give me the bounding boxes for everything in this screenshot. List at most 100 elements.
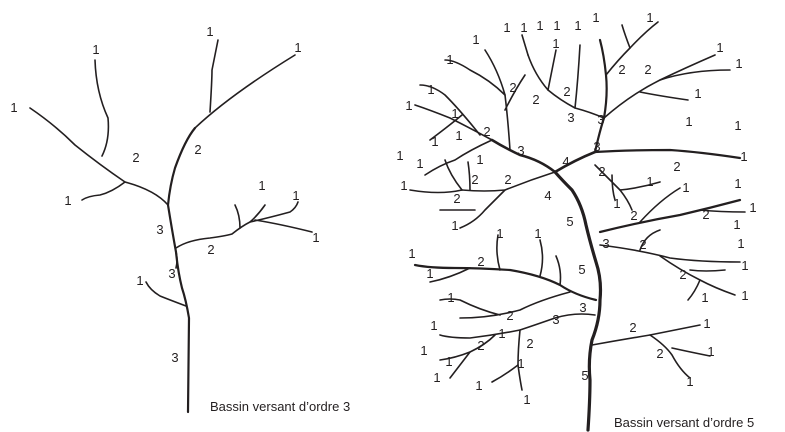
stream-order-2 [176,205,265,248]
stream-order-label: 1 [416,156,423,171]
stream-order-label: 1 [592,10,599,25]
stream-order-label: 1 [92,42,99,57]
stream-order-label: 1 [740,149,747,164]
stream-order-label: 2 [679,267,686,282]
stream-order-label: 2 [629,320,636,335]
stream-order-label: 2 [207,242,214,257]
stream-order-label: 1 [536,18,543,33]
stream-order-label: 3 [168,266,175,281]
stream-order-label: 1 [534,226,541,241]
stream-order-2 [592,325,700,345]
stream-order-label: 1 [496,226,503,241]
stream-order-label: 3 [593,139,600,154]
stream-order-label: 1 [517,356,524,371]
stream-order-label: 1 [400,178,407,193]
stream-order-label: 1 [455,128,462,143]
stream-order-label: 3 [602,236,609,251]
stream-order-1 [82,182,125,200]
stream-order-5-trunk [555,172,601,430]
stream-order-label: 3 [517,143,524,158]
stream-order-label: 3 [597,112,604,127]
stream-order-label: 2 [563,84,570,99]
stream-order-label: 3 [579,300,586,315]
stream-order-label: 1 [446,52,453,67]
stream-order-label: 1 [701,290,708,305]
stream-order-label: 1 [552,36,559,51]
stream-order-label: 1 [749,200,756,215]
stream-order-label: 1 [734,176,741,191]
stream-order-1 [468,162,470,190]
stream-order-3 [595,150,740,158]
stream-order-label: 3 [171,350,178,365]
stream-order-1 [235,205,240,228]
stream-order-label: 2 [471,172,478,187]
stream-order-label: 1 [574,18,581,33]
stream-order-label: 1 [431,134,438,149]
stream-order-label: 1 [741,288,748,303]
stream-order-label: 1 [451,106,458,121]
stream-order-label: 2 [194,142,201,157]
stream-order-label: 1 [741,258,748,273]
stream-order-label: 1 [433,370,440,385]
stream-order-label: 2 [504,172,511,187]
stream-order-label: 1 [523,392,530,407]
stream-order-label: 1 [686,374,693,389]
stream-order-label: 1 [451,218,458,233]
stream-order-label: 3 [567,110,574,125]
stream-order-label: 1 [733,217,740,232]
stream-order-1 [255,220,312,232]
stream-order-label: 2 [477,254,484,269]
stream-order-label: 1 [498,326,505,341]
stream-order-label: 1 [520,20,527,35]
stream-order-label: 1 [426,266,433,281]
stream-order-label: 1 [685,114,692,129]
stream-order-label: 1 [206,24,213,39]
stream-order-label: 1 [294,40,301,55]
stream-order-label: 1 [427,82,434,97]
stream-order-label: 1 [396,148,403,163]
stream-order-2 [460,190,505,228]
stream-order-1 [622,25,630,48]
stream-order-1 [640,92,688,100]
stream-order-1 [688,280,700,300]
stream-order-label: 2 [483,124,490,139]
caption-right: Bassin versant d’ordre 5 [614,415,754,430]
stream-order-1 [445,60,505,95]
stream-order-label: 2 [673,159,680,174]
stream-order-1 [492,365,518,382]
stream-order-label: 1 [646,174,653,189]
stream-order-1 [430,268,470,282]
stream-order-label: 1 [694,86,701,101]
stream-order-label: 1 [445,354,452,369]
stream-order-label: 2 [630,208,637,223]
stream-order-label: 2 [132,150,139,165]
stream-order-label: 2 [618,62,625,77]
stream-order-label: 5 [566,214,573,229]
stream-order-label: 2 [598,164,605,179]
stream-order-label: 2 [453,191,460,206]
stream-order-label: 2 [644,62,651,77]
stream-order-label: 5 [581,368,588,383]
stream-order-3 [415,265,596,300]
stream-order-label: 1 [682,180,689,195]
stream-order-1 [548,50,556,90]
stream-order-label: 3 [156,222,163,237]
stream-order-label: 1 [136,273,143,288]
stream-order-1 [575,45,580,108]
stream-order-label: 1 [420,343,427,358]
basin-order-5 [410,22,745,430]
stream-order-label: 1 [430,318,437,333]
stream-order-label: 1 [737,236,744,251]
stream-order-label: 1 [472,32,479,47]
stream-order-1 [672,348,710,356]
stream-order-3 [595,40,607,152]
stream-order-label: 2 [639,237,646,252]
stream-order-label: 1 [476,152,483,167]
stream-order-label: 1 [734,118,741,133]
stream-order-label: 1 [10,100,17,115]
stream-order-3 [600,200,740,232]
stream-order-label: 1 [703,316,710,331]
stream-order-label: 2 [702,207,709,222]
stream-order-label: 1 [258,178,265,193]
stream-order-label: 1 [312,230,319,245]
